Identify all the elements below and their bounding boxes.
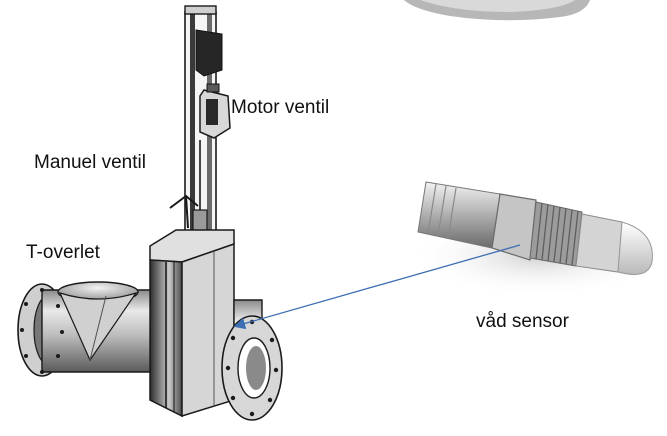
label-t-outlet: T-overlet (26, 242, 100, 263)
sensor-thread (529, 201, 583, 267)
label-wet-sensor: våd sensor (476, 311, 569, 332)
sensor-cap (617, 221, 653, 275)
valve-assembly (17, 5, 283, 421)
sensor-arrow (233, 244, 521, 330)
manual-handle (169, 194, 199, 229)
sensor-probe (575, 213, 623, 273)
actuator-top-block (195, 29, 223, 77)
sensor-hex-nut (491, 193, 537, 261)
label-motor-valve: Motor ventil (231, 97, 330, 118)
wet-sensor-image (410, 181, 667, 297)
label-manual-valve: Manuel ventil (34, 152, 146, 173)
